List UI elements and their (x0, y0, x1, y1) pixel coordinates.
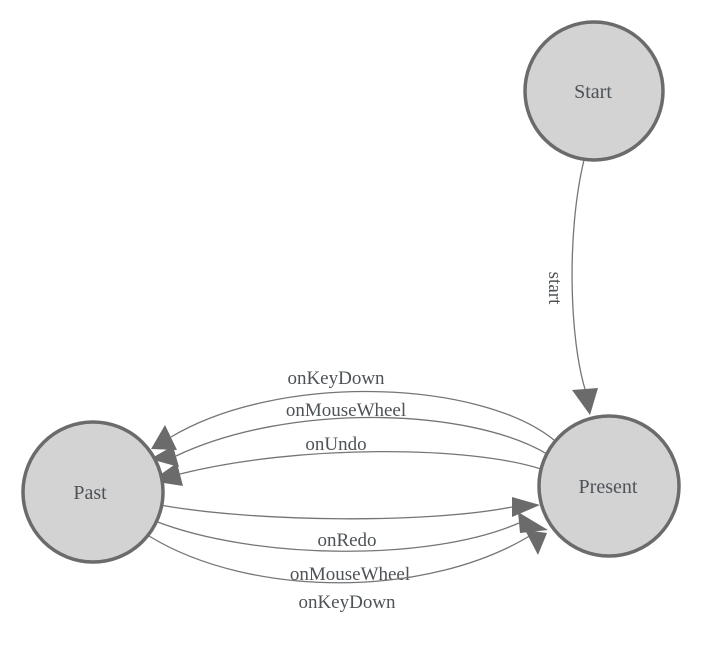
node-start-label: Start (574, 81, 612, 103)
edge-past-to-present-onmousewheel: onMouseWheel (154, 512, 548, 585)
edge-past-to-present-onredo: onRedo (159, 497, 540, 551)
node-start: Start (523, 20, 665, 162)
edge-line (154, 520, 520, 552)
edge-line (175, 416, 548, 457)
node-past-label: Past (73, 482, 107, 504)
edge-past-to-present-onkeydown: onKeyDown (148, 530, 547, 613)
arrowhead-icon (572, 388, 598, 415)
arrowhead-icon (151, 425, 177, 450)
edge-present-to-past-onmousewheel: onMouseWheel (150, 400, 548, 467)
node-start-circle (523, 20, 665, 162)
edge-line (179, 450, 542, 475)
edge-label-onredo: onRedo (317, 530, 376, 551)
edge-present-to-past-onkeydown: onKeyDown (151, 368, 555, 450)
arrowhead-icon (512, 497, 540, 517)
edge-label-onkeydown: onKeyDown (287, 368, 385, 389)
node-present-circle (537, 414, 681, 558)
edge-label-onmousewheel-2: onMouseWheel (290, 564, 410, 585)
node-past-circle (21, 420, 165, 564)
arrowhead-icon (525, 530, 547, 555)
edge-label-start: start (544, 272, 565, 305)
node-present: Present (537, 414, 681, 558)
edge-label-onundo: onUndo (305, 434, 366, 455)
node-past: Past (21, 420, 165, 564)
edge-line (170, 390, 555, 441)
edge-line (159, 504, 513, 520)
arrowhead-icon (150, 446, 179, 467)
edge-line (148, 531, 537, 584)
edge-label-onmousewheel: onMouseWheel (286, 400, 406, 421)
edge-start-to-present: start (544, 159, 598, 415)
node-present-label: Present (579, 476, 638, 498)
edge-label-onkeydown-2: onKeyDown (298, 592, 396, 613)
edge-line (571, 159, 586, 390)
arrowhead-icon (518, 512, 548, 533)
